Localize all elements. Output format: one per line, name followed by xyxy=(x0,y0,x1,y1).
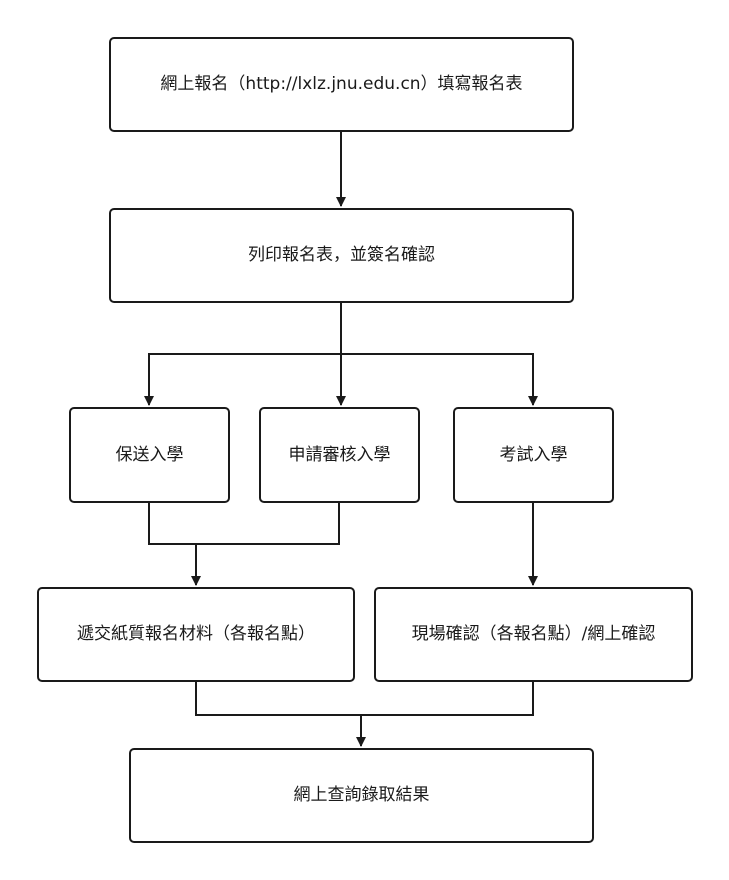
step-exam-admission: 考試入學 xyxy=(453,407,614,503)
step-check-admission-result-label: 網上查詢錄取結果 xyxy=(293,785,430,806)
edge-n2-n5 xyxy=(341,353,538,406)
step-print-and-sign-label: 列印報名表，並簽名確認 xyxy=(248,245,435,266)
edge-n2-n3 xyxy=(144,303,342,406)
edge-n4-n6 xyxy=(196,503,340,545)
step-application-review-admission-label: 申請審核入學 xyxy=(288,444,391,465)
step-submit-paper-materials-label: 遞交紙質報名材料（各報名點） xyxy=(77,624,315,645)
step-onsite-or-online-confirmation: 現場確認（各報名點）/網上確認 xyxy=(374,587,693,682)
edge-n3-n6 xyxy=(148,503,196,545)
edge-n6-n8 xyxy=(195,682,361,716)
step-online-registration-label: 網上報名（http://lxlz.jnu.edu.cn）填寫報名表 xyxy=(160,74,523,95)
step-onsite-or-online-confirmation-label: 現場確認（各報名點）/網上確認 xyxy=(411,624,656,645)
step-exam-admission-label: 考試入學 xyxy=(499,444,568,465)
step-recommended-admission-label: 保送入學 xyxy=(115,444,184,465)
edge-n7-n8 xyxy=(361,682,534,716)
step-online-registration: 網上報名（http://lxlz.jnu.edu.cn）填寫報名表 xyxy=(109,37,574,132)
step-check-admission-result: 網上查詢錄取結果 xyxy=(129,748,594,843)
step-print-and-sign: 列印報名表，並簽名確認 xyxy=(109,208,574,303)
step-submit-paper-materials: 遞交紙質報名材料（各報名點） xyxy=(37,587,355,682)
step-recommended-admission: 保送入學 xyxy=(69,407,230,503)
step-application-review-admission: 申請審核入學 xyxy=(259,407,420,503)
